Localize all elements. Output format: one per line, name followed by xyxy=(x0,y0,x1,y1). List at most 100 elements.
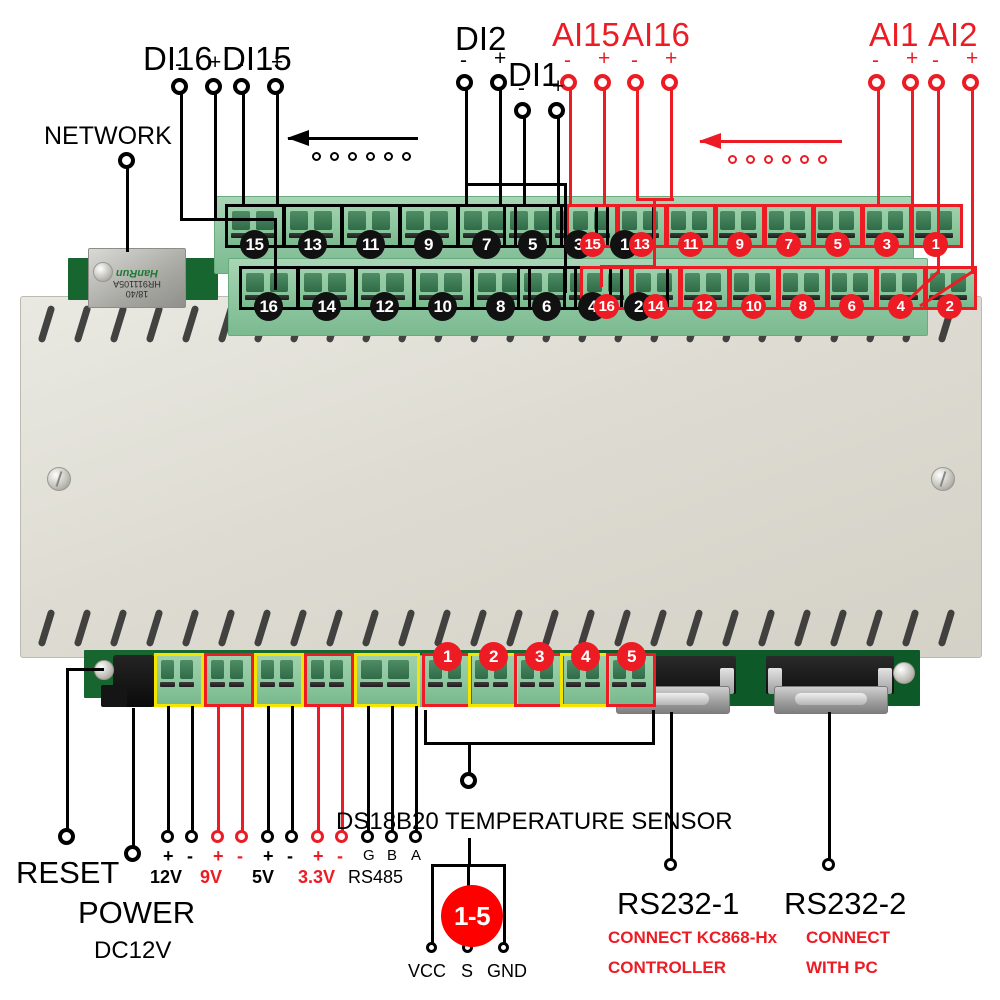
sensor-badge-1: 1 xyxy=(433,642,462,671)
sign-power-1: - xyxy=(187,846,193,866)
power-spec-label: DC12V xyxy=(94,937,172,964)
ai1-label: AI1 xyxy=(869,16,919,53)
sign-power-7: - xyxy=(337,846,343,866)
wire-di16-bus xyxy=(180,218,276,221)
pin-rs485-B xyxy=(385,830,398,843)
terminal-rail-9v xyxy=(206,655,252,705)
terminal-slot xyxy=(685,273,700,292)
terminal-screw xyxy=(569,295,589,300)
terminal-screw xyxy=(509,233,529,238)
wire-rs232-2 xyxy=(828,712,831,864)
wire-reset-bus xyxy=(66,668,104,671)
wire-ai15-minus xyxy=(569,84,572,206)
rs232-2-note-line2: WITH PC xyxy=(806,958,878,977)
rail-label-12V: 12V xyxy=(150,867,183,887)
terminal-slot xyxy=(818,211,833,230)
di-direction-arrow xyxy=(287,130,418,146)
terminal-screw xyxy=(231,233,251,238)
vent-bottom xyxy=(937,608,956,648)
di-badge-9: 9 xyxy=(414,230,443,259)
terminal-screw xyxy=(419,295,439,300)
sign-ai2-minus: - xyxy=(932,49,939,72)
pin-power-jack xyxy=(124,845,141,862)
wire-network xyxy=(126,168,129,252)
vent-top xyxy=(109,304,128,344)
wire-power-pin-5 xyxy=(291,706,294,836)
terminal-screw xyxy=(670,233,687,238)
terminal-screw xyxy=(768,233,785,238)
wire-ai15-plus xyxy=(603,84,606,206)
di15-label: DI15 xyxy=(222,40,292,77)
terminal-slot xyxy=(769,211,784,230)
rs232-2-label: RS232-2 xyxy=(784,886,907,921)
vent-bottom xyxy=(253,608,272,648)
terminal-screw xyxy=(289,233,309,238)
wire-ai2-b xyxy=(971,84,974,274)
terminal-slot xyxy=(573,211,588,230)
pin-ds18b20 xyxy=(460,772,477,789)
ai-terminal-top-3 xyxy=(862,206,912,246)
terminal-screw xyxy=(387,682,410,687)
terminal-screw xyxy=(585,682,600,687)
sensor-badge-5: 5 xyxy=(617,642,646,671)
terminal-screw xyxy=(539,682,554,687)
pin-ai1-plus xyxy=(902,74,919,91)
terminal-slot xyxy=(280,660,293,679)
terminal-screw xyxy=(210,682,225,687)
terminal-slot xyxy=(430,211,448,230)
terminal-screw xyxy=(523,295,543,300)
wire-di1-minus xyxy=(523,112,526,206)
terminal-screw xyxy=(733,295,750,300)
pin-di2-plus xyxy=(490,74,507,91)
sign-ai15-plus: + xyxy=(598,47,611,70)
terminal-slot xyxy=(261,660,274,679)
di-badge-6: 6 xyxy=(532,292,561,321)
terminal-screw xyxy=(361,295,381,300)
rs232-2-db9-connector xyxy=(766,656,894,718)
pcb-screw-network xyxy=(93,262,113,282)
vent-top xyxy=(181,304,200,344)
pin-di15-minus xyxy=(233,78,250,95)
di-badge-5: 5 xyxy=(518,230,547,259)
sign-power-0: + xyxy=(163,846,174,866)
wire-di16-plus xyxy=(214,88,217,220)
di-badge-10: 10 xyxy=(428,292,457,321)
pin-rs232-2 xyxy=(822,858,835,871)
ai-terminal-bottom-10 xyxy=(729,268,779,308)
wire-ds18b20-left xyxy=(424,710,427,744)
sign-rs485-B: B xyxy=(387,847,398,864)
terminal-slot xyxy=(867,211,882,230)
pin-di2-minus xyxy=(456,74,473,91)
di-badge-8: 8 xyxy=(486,292,515,321)
vent-bottom xyxy=(649,608,668,648)
terminal-screw xyxy=(360,682,383,687)
vent-bottom xyxy=(325,608,344,648)
terminal-screw xyxy=(929,295,946,300)
terminal-slot xyxy=(832,273,847,292)
pin-di16-minus xyxy=(171,78,188,95)
terminal-screw xyxy=(179,682,194,687)
ai-badge-1: 1 xyxy=(923,232,948,257)
terminal-slot xyxy=(330,660,343,679)
terminal-screw xyxy=(245,295,265,300)
terminal-slot xyxy=(348,211,366,230)
wire-ai16-plus xyxy=(670,84,673,200)
terminal-slot xyxy=(388,660,409,679)
vent-bottom xyxy=(217,608,236,648)
pin-di15-plus xyxy=(267,78,284,95)
wire-di1-bus xyxy=(523,183,567,186)
terminal-slot xyxy=(161,660,174,679)
power-label: POWER xyxy=(78,895,196,930)
terminal-screw xyxy=(279,682,294,687)
terminal-slot xyxy=(783,273,798,292)
pin-rs485-A xyxy=(409,830,422,843)
terminal-slot xyxy=(502,273,520,292)
sign-power-3: - xyxy=(237,846,243,866)
outline-rail-5v xyxy=(254,653,304,707)
vent-top xyxy=(73,304,92,344)
sign-rs485-G: G xyxy=(363,847,375,864)
terminal-slot xyxy=(372,211,390,230)
terminal-screw xyxy=(831,295,848,300)
terminal-slot xyxy=(246,273,264,292)
terminal-rail-3v3 xyxy=(306,655,352,705)
